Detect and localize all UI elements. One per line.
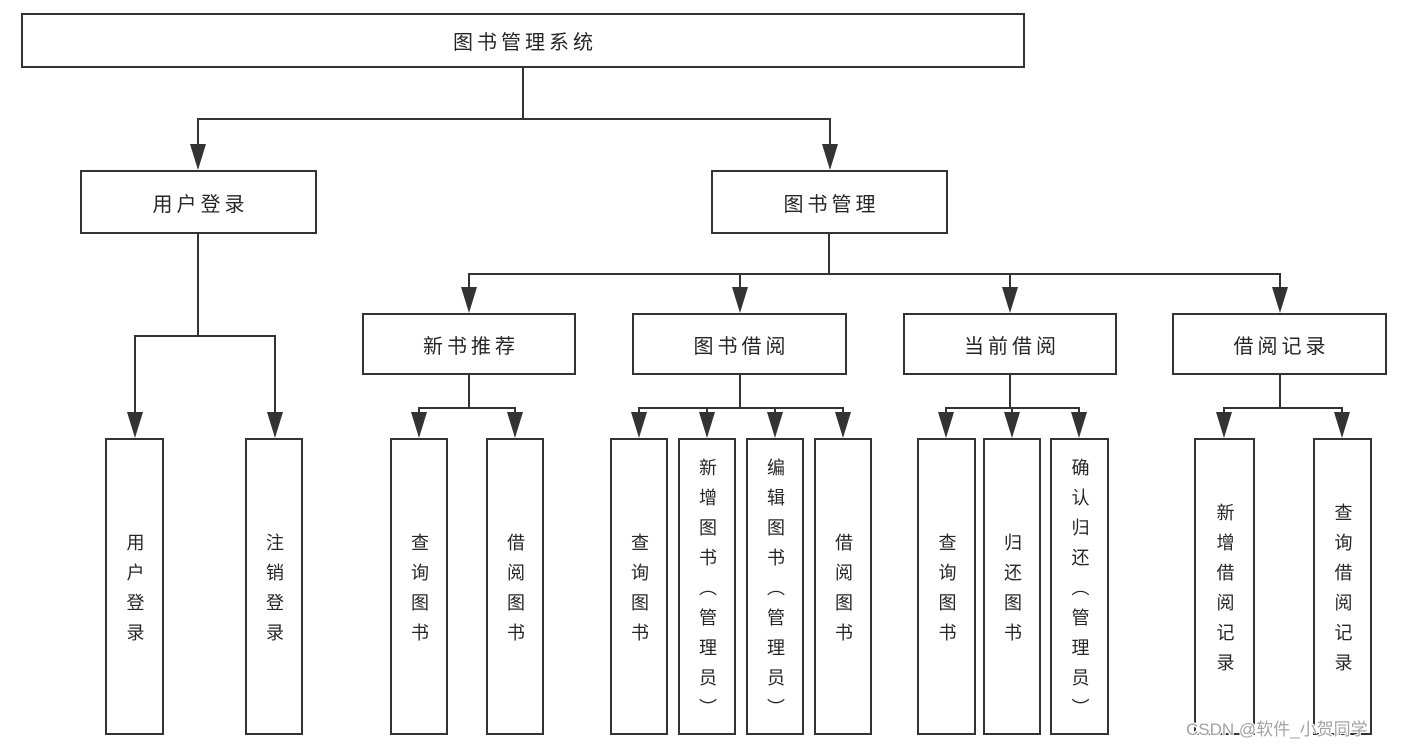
leaf-query-book-recommend-label: 查询图书 [409, 532, 429, 653]
arrow-down-icon [127, 412, 143, 438]
leaf-user-login-label: 用户登录 [124, 532, 145, 653]
leaf-query-book-current: 查询图书 [917, 438, 976, 735]
edge-line [638, 407, 640, 414]
edge-line [829, 118, 831, 146]
leaf-query-book-current-label: 查询图书 [936, 532, 957, 653]
arrow-down-icon [1216, 412, 1232, 438]
leaf-logout: 注销登录 [245, 438, 303, 735]
edge-line [468, 375, 470, 409]
edge-line [842, 407, 844, 414]
arrow-down-icon [1071, 412, 1087, 438]
leaf-confirm-return-admin: 确认归还（管理员） [1050, 438, 1109, 735]
edge-line [418, 407, 515, 409]
node-book-management: 图书管理 [711, 170, 948, 234]
leaf-add-borrow-record: 新增借阅记录 [1194, 438, 1255, 735]
leaf-query-borrow-record: 查询借阅记录 [1313, 438, 1372, 735]
leaf-logout-label: 注销登录 [264, 532, 284, 653]
edge-line [638, 407, 843, 409]
edge-line [739, 375, 741, 409]
arrow-down-icon [699, 412, 715, 438]
arrow-down-icon [1002, 287, 1018, 313]
edge-line [1009, 375, 1011, 409]
node-book-borrow-label: 图书借阅 [693, 335, 790, 358]
edge-line [1223, 407, 1225, 414]
arrow-down-icon [767, 412, 783, 438]
leaf-confirm-return-admin-label: 确认归还（管理员） [1069, 457, 1090, 728]
edge-line [522, 68, 524, 120]
edge-line [1009, 273, 1011, 289]
edge-line [418, 407, 420, 414]
node-borrow-records: 借阅记录 [1172, 313, 1387, 375]
edge-line [134, 335, 276, 337]
edge-line [945, 407, 947, 414]
arrow-down-icon [732, 287, 748, 313]
arrow-down-icon [1004, 412, 1020, 438]
edge-line [1078, 407, 1080, 414]
edge-line [1279, 375, 1281, 409]
arrow-down-icon [507, 412, 523, 438]
edge-line [774, 407, 776, 414]
arrow-down-icon [267, 412, 283, 438]
node-root: 图书管理系统 [21, 13, 1025, 68]
node-borrow-records-label: 借阅记录 [1233, 335, 1330, 358]
arrow-down-icon [835, 412, 851, 438]
node-new-book-recommend-label: 新书推荐 [423, 335, 519, 358]
edge-line [1011, 407, 1013, 414]
leaf-user-login: 用户登录 [105, 438, 164, 735]
edge-line [197, 234, 199, 337]
arrow-down-icon [938, 412, 954, 438]
edge-line [514, 407, 516, 414]
edge-line [198, 118, 831, 120]
leaf-query-book-recommend: 查询图书 [390, 438, 448, 735]
edge-line [828, 234, 830, 275]
arrow-down-icon [822, 144, 838, 170]
arrow-down-icon [411, 412, 427, 438]
edge-line [1341, 407, 1343, 414]
csdn-watermark: CSDN @软件_小贺同学 [1186, 720, 1368, 739]
edge-line [468, 273, 470, 289]
edge-line [468, 273, 1281, 275]
edge-line [274, 335, 276, 412]
edge-line [706, 407, 708, 414]
leaf-add-book-admin: 新增图书（管理员） [678, 438, 736, 735]
arrow-down-icon [631, 412, 647, 438]
node-current-borrow: 当前借阅 [903, 313, 1117, 375]
arrow-down-icon [461, 287, 477, 313]
leaf-borrow-book-recommend: 借阅图书 [486, 438, 544, 735]
node-user-login-label: 用户登录 [152, 193, 249, 216]
leaf-query-book-borrow: 查询图书 [610, 438, 668, 735]
edge-line [1279, 273, 1281, 289]
leaf-query-book-borrow-label: 查询图书 [629, 532, 649, 653]
leaf-borrow-book-borrow-label: 借阅图书 [833, 532, 853, 653]
node-book-management-label: 图书管理 [783, 193, 880, 216]
arrow-down-icon [1272, 287, 1288, 313]
node-root-label: 图书管理系统 [453, 32, 597, 54]
leaf-return-book-label: 归还图书 [1002, 532, 1022, 653]
leaf-borrow-book-borrow: 借阅图书 [814, 438, 872, 735]
leaf-edit-book-admin: 编辑图书（管理员） [746, 438, 804, 735]
node-new-book-recommend: 新书推荐 [362, 313, 576, 375]
arrow-down-icon [190, 144, 206, 170]
arrow-down-icon [1334, 412, 1350, 438]
edge-line [1223, 407, 1343, 409]
node-book-borrow: 图书借阅 [632, 313, 847, 375]
edge-line [739, 273, 741, 289]
leaf-query-borrow-record-label: 查询借阅记录 [1332, 502, 1353, 683]
node-user-login: 用户登录 [80, 170, 317, 234]
leaf-add-book-admin-label: 新增图书（管理员） [697, 457, 717, 728]
node-current-borrow-label: 当前借阅 [964, 335, 1060, 358]
leaf-edit-book-admin-label: 编辑图书（管理员） [765, 457, 785, 728]
edge-line [197, 118, 199, 146]
leaf-borrow-book-recommend-label: 借阅图书 [505, 532, 525, 653]
leaf-add-borrow-record-label: 新增借阅记录 [1214, 502, 1235, 683]
edge-line [134, 335, 136, 412]
leaf-return-book: 归还图书 [983, 438, 1041, 735]
